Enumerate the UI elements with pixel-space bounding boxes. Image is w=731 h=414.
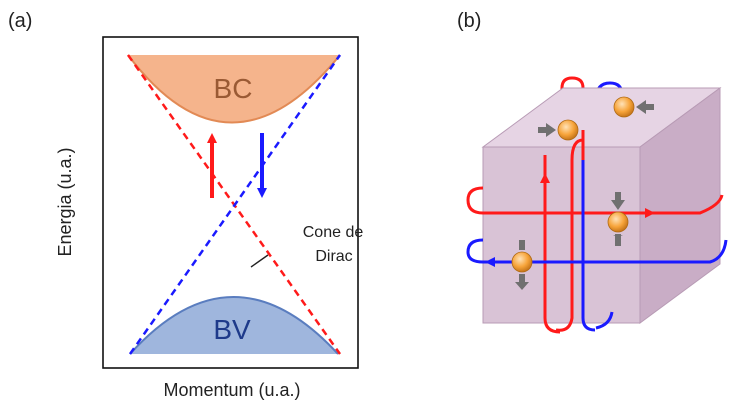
panel-b: (b) [457,10,728,334]
panel-a: (a) BC BV Cone de Dirac Momentum (u.a.) … [8,10,363,400]
y-axis-label: Energia (u.a.) [55,147,75,256]
conduction-band-edge [127,54,341,124]
conduction-band-label: BC [214,73,253,104]
panel-b-label: (b) [457,10,481,32]
cube-front-face [482,146,641,324]
x-axis-label: Momentum (u.a.) [163,380,300,400]
valence-band-edge [129,296,339,355]
panel-a-label: (a) [8,10,32,32]
electron-spin-icon [538,119,579,141]
edge-current-blue [466,160,728,332]
electron-spin-icon [613,96,654,118]
valence-band-label: BV [213,314,251,345]
electron-spin-icon [607,192,629,246]
annotation-line-1: Cone de [303,224,364,241]
electron-spin-icon [511,240,533,290]
annotation-line-2: Dirac [315,248,352,265]
annotation-pointer [250,254,269,268]
dirac-line-blue [128,54,342,355]
